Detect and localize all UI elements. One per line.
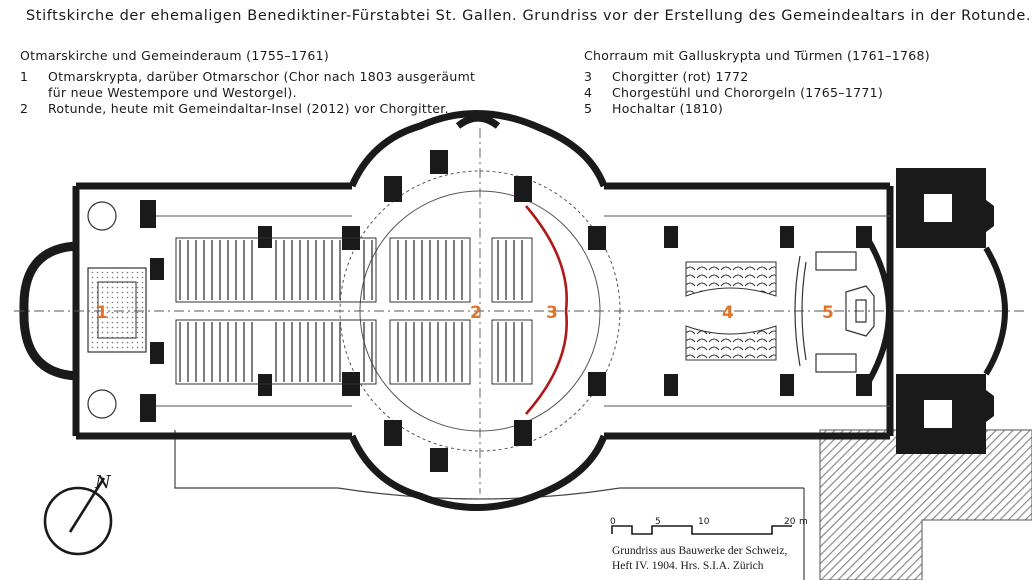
legend-item-1: 1 Otmarskrypta, darüber Otmarschor (Chor… [20,69,475,85]
source-line-2: Heft IV. 1904. Hrs. S.I.A. Zürich [612,560,764,572]
scale-bar: 0 5 10 20 m [610,517,808,535]
legend-text: Chorgestühl und Chororgeln (1765–1771) [612,85,884,100]
pew-rows [179,240,523,382]
piers [140,150,872,472]
legend-text: für neue Westempore und Westorgel). [48,85,297,100]
adjacent-buildings [819,429,1032,580]
scale-tick-20: 20 [784,517,796,527]
legend-item-5: 5 Hochaltar (1810) [584,101,883,117]
left-section-heading: Otmarskirche und Gemeinderaum (1755–1761… [20,48,330,63]
nave-pews [175,237,533,385]
scale-unit: m [799,517,808,527]
scale-tick-0: 0 [610,517,616,527]
legend-text: Chorgitter (rot) 1772 [612,69,749,84]
scale-tick-5: 5 [655,517,661,527]
tower-interiors [924,194,952,428]
choir-stalls [685,261,777,361]
scale-tick-10: 10 [698,517,710,527]
compass-label: N [94,472,112,493]
legend-number: 4 [584,85,593,100]
plan-label-4: 4 [722,303,734,323]
east-wall [983,246,1008,376]
legend-number: 1 [20,69,29,84]
right-section-heading: Chorraum mit Galluskrypta und Türmen (17… [584,48,930,63]
plan-label-5: 5 [822,303,834,323]
legend-number: 2 [20,101,29,116]
outer-walls [72,110,894,511]
legend-text: Otmarskrypta, darüber Otmarschor (Chor n… [48,69,476,84]
legend-left: 1 Otmarskrypta, darüber Otmarschor (Chor… [20,69,475,117]
source-line-1: Grundriss aus Bauwerke der Schweiz, [612,545,788,557]
north-arrow-icon: N [43,472,113,556]
legend-number: 5 [584,101,593,116]
west-apse [19,201,147,419]
legend-text: Hochaltar (1810) [612,101,724,116]
plan-label-3: 3 [546,303,558,323]
legend-text: Rotunde, heute mit Gemeindaltar-Insel (2… [48,101,449,116]
plan-label-2: 2 [470,303,482,323]
choir-screen [525,205,568,415]
legend-number: 3 [584,69,593,84]
legend-item-4: 4 Chorgestühl und Chororgeln (1765–1771) [584,85,883,101]
high-altar [794,251,875,373]
legend-right: 3 Chorgitter (rot) 1772 4 Chorgestühl un… [584,69,883,117]
legend-item-2: 2 Rotunde, heute mit Gemeindaltar-Insel … [20,101,475,117]
site-outline [174,430,805,580]
apse-arc [863,234,892,388]
source-caption: Grundriss aus Bauwerke der Schweiz, Heft… [612,544,787,574]
axis-lines [14,128,1028,494]
legend-item-1-continued: für neue Westempore und Westorgel). [20,85,475,101]
page-title: Stiftskirche der ehemaligen Benediktiner… [26,8,1032,24]
plan-label-1: 1 [96,303,108,323]
legend-item-3: 3 Chorgitter (rot) 1772 [584,69,883,85]
